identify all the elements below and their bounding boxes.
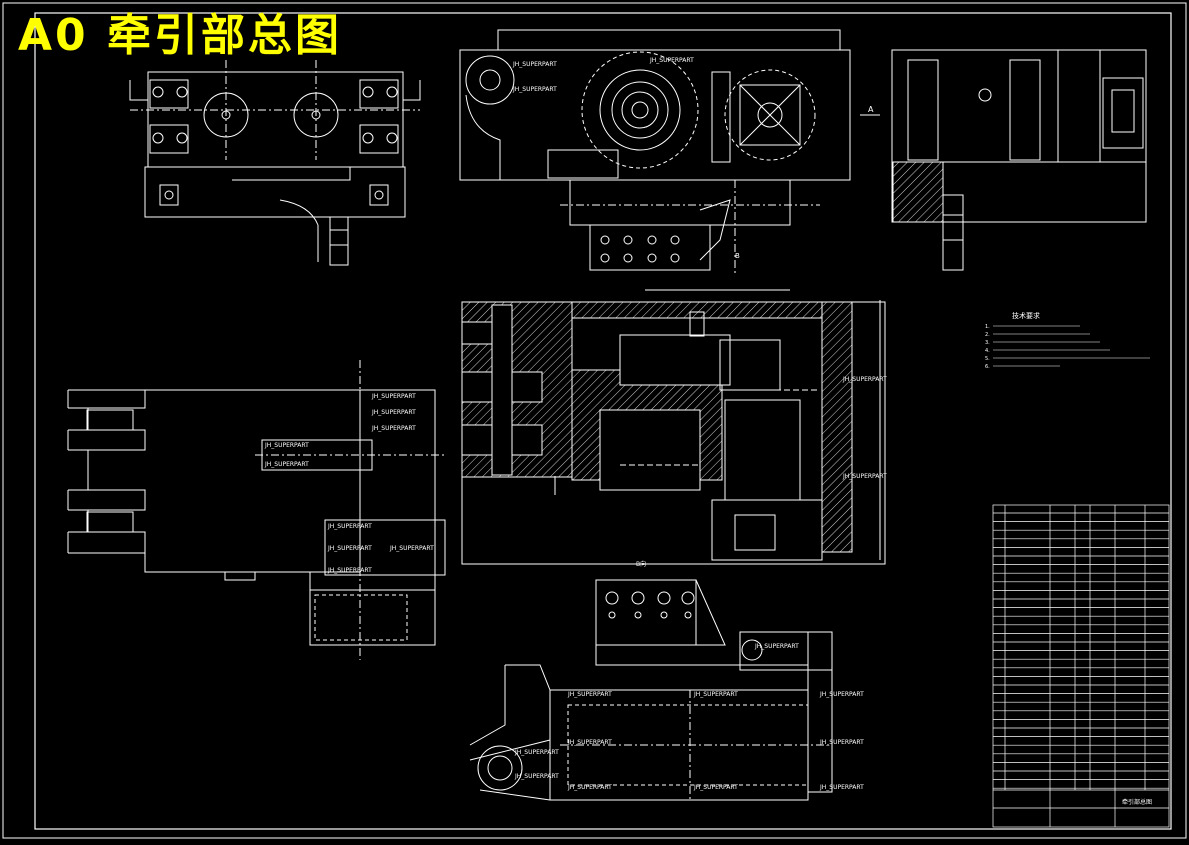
part-label: JH_SUPERPART	[567, 739, 612, 746]
part-label: JH_SUPERPART	[693, 784, 738, 791]
part-label: JH_SUPERPART	[264, 442, 309, 449]
view-a-marker: A	[868, 105, 874, 114]
bom-table	[992, 504, 1170, 828]
part-label: JH_SUPERPART	[512, 86, 557, 93]
part-label: JH_SUPERPART	[819, 691, 864, 698]
bom-title: 牵引部总图	[1122, 798, 1152, 806]
view-gear-top-middle	[459, 29, 880, 275]
part-label: JH_SUPERPART	[264, 461, 309, 468]
part-label: JH_SUPERPART	[371, 393, 416, 400]
part-label: JH_SUPERPART	[514, 749, 559, 756]
part-label: JH_SUPERPART	[567, 691, 612, 698]
part-label: JH_SUPERPART	[327, 567, 372, 574]
view-front-top-left	[129, 60, 421, 266]
gear-view-labels: JH_SUPERPART JH_SUPERPART JH_SUPERPART A…	[512, 57, 874, 260]
bottom-view-labels: JH_SUPERPART JH_SUPERPART JH_SUPERPART J…	[514, 643, 864, 791]
part-label: JH_SUPERPART	[371, 425, 416, 432]
note-line: 4.	[985, 348, 990, 354]
part-label: JH_SUPERPART	[389, 545, 434, 552]
part-label: JH_SUPERPART	[514, 773, 559, 780]
part-label: JH_SUPERPART	[842, 473, 887, 480]
part-label: JH_SUPERPART	[567, 784, 612, 791]
part-label: JH_SUPERPART	[842, 376, 887, 383]
part-label: JH_SUPERPART	[693, 691, 738, 698]
view-left-plan	[67, 360, 446, 660]
view-section-center	[461, 289, 886, 565]
part-label: JH_SUPERPART	[512, 61, 557, 68]
part-label: JH_SUPERPART	[819, 739, 864, 746]
part-label: JH_SUPERPART	[371, 409, 416, 416]
note-line: 6.	[985, 364, 990, 370]
note-line: 2.	[985, 332, 990, 338]
part-label: JH_SUPERPART	[754, 643, 799, 650]
note-line: 5.	[985, 356, 990, 362]
notes-title: 技术要求	[1012, 311, 1040, 320]
part-label: JH_SUPERPART	[327, 545, 372, 552]
section-labels: JH_SUPERPART JH_SUPERPART B向	[636, 376, 887, 568]
part-label: JH_SUPERPART	[819, 784, 864, 791]
left-view-labels: JH_SUPERPART JH_SUPERPART JH_SUPERPART J…	[264, 393, 434, 574]
inner-border	[34, 12, 1172, 830]
view-b-marker: B	[735, 252, 740, 260]
bom-rows	[993, 512, 1169, 789]
view-side-top-right	[891, 49, 1147, 271]
view-b-direction: B向	[636, 560, 646, 568]
note-line: 3.	[985, 340, 990, 346]
note-line: 1.	[985, 324, 990, 330]
technical-notes: 技术要求 1. 2. 3. 4. 5. 6.	[985, 311, 1150, 370]
drawing-title: A0 牵引部总图	[18, 10, 342, 61]
part-label: JH_SUPERPART	[649, 57, 694, 64]
part-label: JH_SUPERPART	[327, 523, 372, 530]
view-bottom-center	[469, 579, 833, 801]
